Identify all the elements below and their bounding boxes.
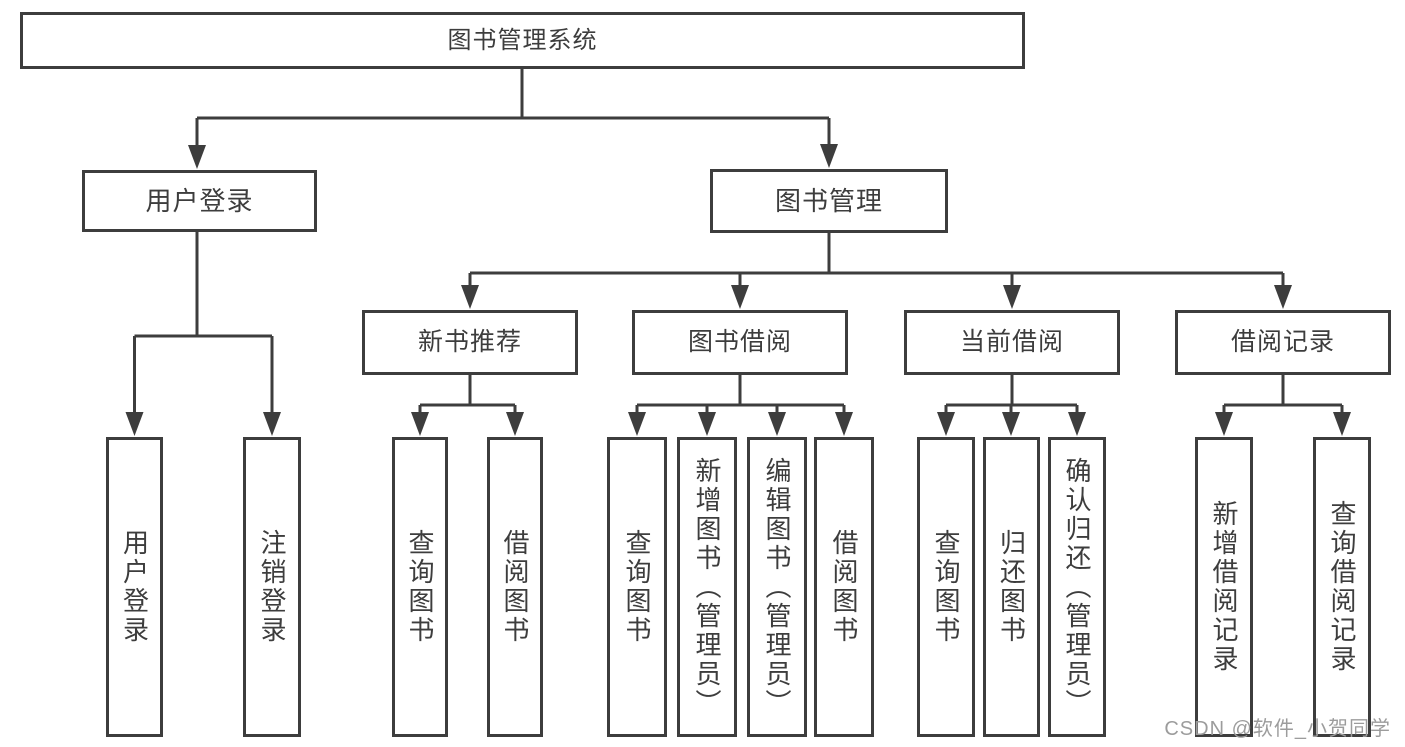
node-user-login: 用户登录 xyxy=(82,170,317,232)
csdn-watermark: CSDN @软件_小贺同学 xyxy=(1164,718,1391,740)
leaf-borrow-query-books: 查询图书 xyxy=(607,437,667,737)
leaf-current-query-books: 查询图书 xyxy=(917,437,975,737)
node-borrow-records: 借阅记录 xyxy=(1175,310,1391,375)
leaf-records-add-borrow-record: 新增借阅记录 xyxy=(1195,437,1253,737)
arrowheads xyxy=(125,144,1351,436)
leaf-borrow-edit-books-admin: 编辑图书（管理员） xyxy=(747,437,807,737)
leaf-recommend-borrow-books: 借阅图书 xyxy=(487,437,543,737)
node-book-borrow: 图书借阅 xyxy=(632,310,848,375)
node-book-management-system: 图书管理系统 xyxy=(20,12,1025,69)
leaf-borrow-add-books-admin: 新增图书（管理员） xyxy=(677,437,737,737)
connector-lines xyxy=(133,69,1344,414)
leaf-current-confirm-return-admin: 确认归还（管理员） xyxy=(1048,437,1106,737)
node-book-management: 图书管理 xyxy=(710,169,948,233)
leaf-borrow-borrow-books: 借阅图书 xyxy=(814,437,874,737)
leaf-user-login: 用户登录 xyxy=(106,437,163,737)
leaf-current-return-books: 归还图书 xyxy=(983,437,1040,737)
leaf-records-query-borrow-record: 查询借阅记录 xyxy=(1313,437,1371,737)
leaf-recommend-query-books: 查询图书 xyxy=(392,437,448,737)
leaf-logout: 注销登录 xyxy=(243,437,301,737)
node-new-book-recommend: 新书推荐 xyxy=(362,310,578,375)
node-current-borrow: 当前借阅 xyxy=(904,310,1120,375)
